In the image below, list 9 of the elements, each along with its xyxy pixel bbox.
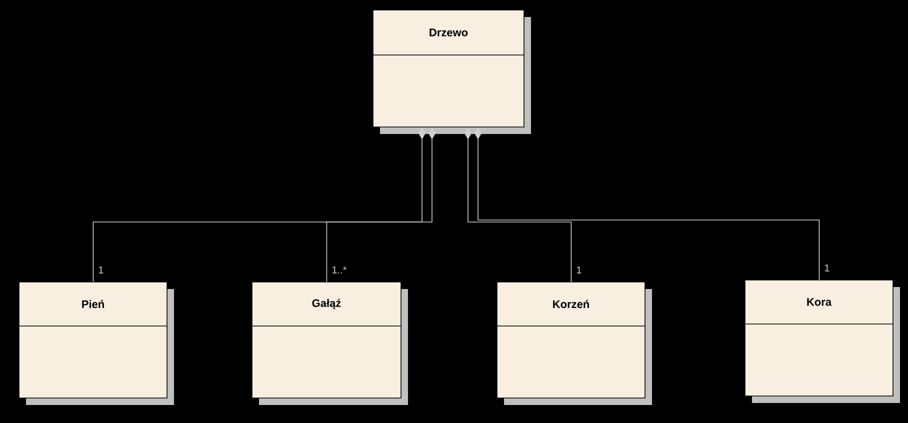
multiplicity-label: 1 — [97, 266, 105, 274]
class-box: Drzewo — [372, 10, 531, 134]
multiplicity-label: 1 — [823, 264, 831, 272]
multiplicity-label: 1..* — [330, 266, 348, 274]
multiplicity-label: 1 — [575, 266, 583, 274]
class-box: Korzeń — [496, 282, 652, 405]
class-box: Gałąź — [252, 282, 408, 405]
class-box: Pień — [18, 282, 174, 405]
class-box: Kora — [744, 280, 900, 403]
